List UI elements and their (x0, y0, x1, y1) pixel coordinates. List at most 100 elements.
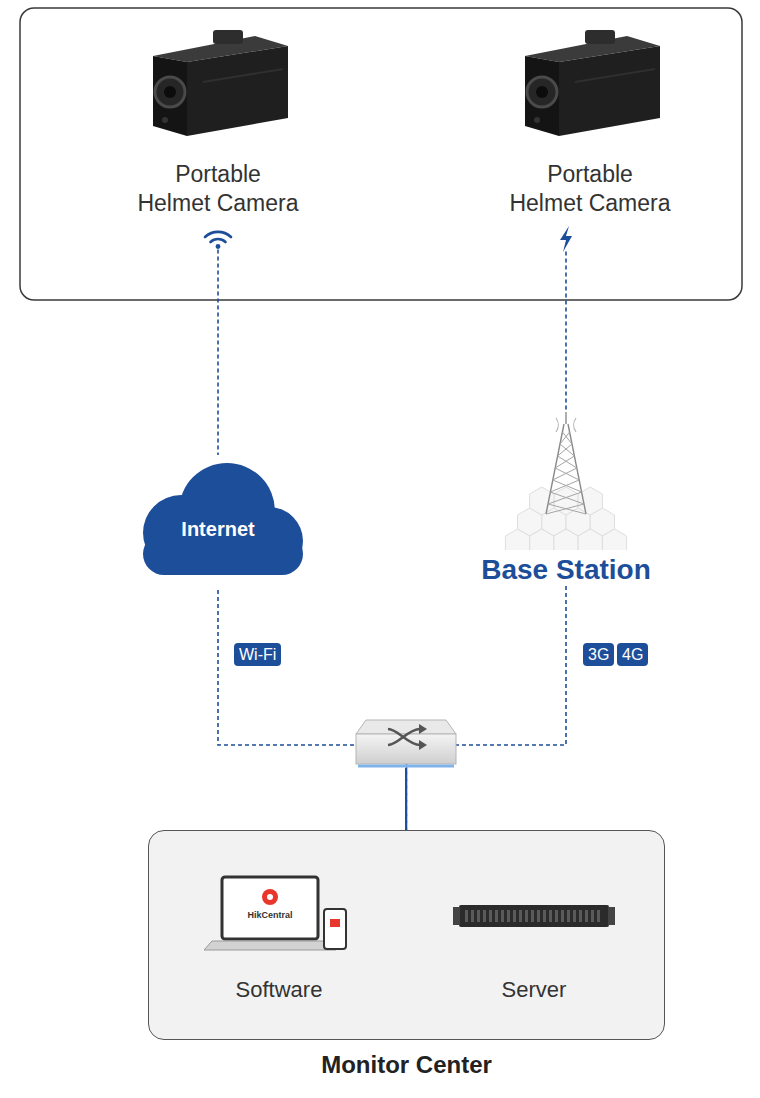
uplink-wire (405, 768, 407, 831)
network-badge: 3G (583, 643, 614, 666)
network-badge: Wi-Fi (234, 643, 281, 666)
camera-illustration (143, 22, 293, 142)
network-switch-part (388, 729, 420, 745)
camera-illustration-part (585, 30, 615, 44)
software-logo-text: HikCentral (222, 910, 318, 920)
center-heading: Monitor Center (149, 1051, 664, 1079)
software-terminal: SoftwareHikCentral (204, 869, 354, 1003)
tower-illustration-part (558, 444, 572, 456)
server-illustration-part (507, 910, 510, 922)
laptop-illustration-part (204, 941, 336, 950)
server-illustration-part (531, 910, 534, 922)
network-switch (356, 720, 456, 766)
camera-illustration-part (527, 77, 557, 107)
server-illustration-part (608, 907, 615, 925)
server-unit: Server (449, 869, 619, 1003)
monitor-center: Monitor CenterSoftwareHikCentralServer (148, 830, 665, 1040)
tower-illustration-part (548, 492, 582, 504)
network-link (217, 250, 219, 456)
camera-illustration-part (536, 86, 548, 98)
tower-illustration-part (555, 456, 574, 468)
wifi-icon (201, 226, 235, 250)
cloud-shape-part (143, 463, 303, 575)
helmet-camera: Portable Helmet Camera (490, 22, 690, 252)
network-switch-part (419, 740, 427, 750)
device-group-frame (20, 8, 742, 300)
wifi-icon-part (216, 244, 221, 249)
tower-illustration-part (554, 529, 578, 550)
laptop-illustration-part (262, 889, 278, 905)
laptop-illustration-part (324, 909, 346, 949)
camera-illustration-part (155, 77, 185, 107)
tower-illustration-part (560, 444, 574, 456)
network-link (218, 590, 407, 830)
wifi-icon-part (205, 231, 231, 236)
device-name: Portable Helmet Camera (490, 160, 690, 218)
network-link (565, 252, 567, 411)
network-link (407, 586, 567, 830)
server-illustration-part (591, 910, 594, 922)
tower-illustration-part (546, 424, 564, 514)
server-illustration-part (561, 910, 564, 922)
base-station: Base Station (446, 410, 686, 586)
camera-illustration-part (153, 56, 187, 136)
server-illustration-part (519, 910, 522, 922)
server-illustration-part (465, 910, 468, 922)
wifi-icon-part (211, 239, 226, 242)
server-illustration-part (555, 910, 558, 922)
server-illustration-part (585, 910, 588, 922)
server-illustration-part (549, 910, 552, 922)
tower-illustration-part (553, 480, 582, 492)
tower-illustration-part (556, 418, 576, 432)
network-name: Internet (181, 518, 254, 541)
tower-illustration-part (505, 529, 529, 550)
server-illustration (449, 869, 619, 969)
server-illustration-part (513, 910, 516, 922)
server-illustration-part (459, 905, 609, 927)
network-switch-part (419, 724, 427, 734)
laptop-illustration-part (222, 877, 318, 939)
tower-illustration-part (546, 504, 584, 514)
laptop-illustration-part (330, 919, 340, 927)
tower-illustration-part (558, 456, 577, 468)
tower-illustration-part (562, 432, 572, 444)
server-illustration-part (453, 907, 460, 925)
camera-illustration-part (213, 30, 243, 44)
tower-illustration-part (550, 480, 579, 492)
server-illustration-part (573, 910, 576, 922)
camera-illustration-part (559, 46, 660, 136)
server-illustration-part (567, 910, 570, 922)
network-badge: 4G (617, 643, 648, 666)
server-illustration-part (579, 910, 582, 922)
camera-illustration-part (164, 86, 176, 98)
server-illustration-part (543, 910, 546, 922)
network-switch-part (388, 729, 420, 745)
tower-illustration-part (565, 412, 566, 424)
camera-illustration-part (534, 117, 540, 123)
tower-illustration-part (568, 424, 586, 514)
camera-illustration (515, 22, 665, 142)
camera-illustration-part (187, 46, 288, 136)
server-illustration-part (483, 910, 486, 922)
tower-illustration-part (560, 432, 570, 444)
server-illustration-part (537, 910, 540, 922)
tower-illustration-part (553, 468, 577, 480)
camera-illustration-part (575, 69, 655, 82)
cellular-icon (558, 226, 574, 252)
network-switch-part (358, 765, 454, 768)
server-illustration-part (501, 910, 504, 922)
server-illustration-part (477, 910, 480, 922)
tower-illustration-part (555, 468, 579, 480)
tower-illustration-part (530, 529, 554, 550)
tower-illustration (446, 410, 686, 550)
server-illustration-part (489, 910, 492, 922)
internet-cloud: Internet (123, 455, 313, 590)
component-name: Server (502, 977, 567, 1003)
tower-illustration-part (548, 504, 586, 514)
laptop-illustration-part (267, 894, 273, 900)
tower-illustration-part (550, 492, 584, 504)
server-illustration-part (495, 910, 498, 922)
server-illustration-part (597, 910, 600, 922)
tower-illustration-part (578, 529, 602, 550)
camera-illustration-part (162, 117, 168, 123)
